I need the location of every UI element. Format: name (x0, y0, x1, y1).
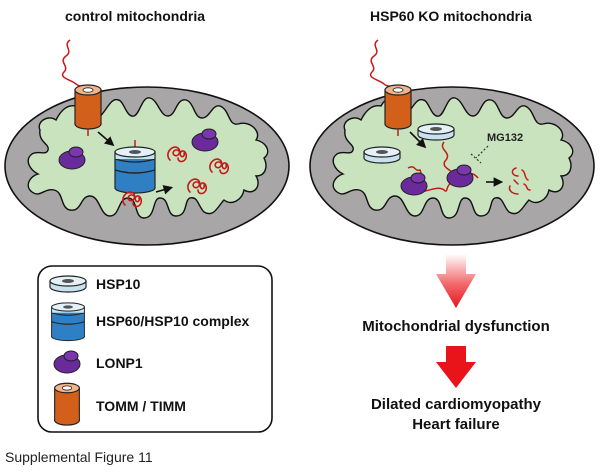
legend-box (37, 265, 273, 433)
tomm-timm-icon (54, 382, 80, 426)
legend-label-hsp10: HSP10 (96, 276, 141, 292)
flow-step-mitochondrial-dysfunction: Mitochondrial dysfunction (362, 318, 550, 335)
hsp10-icon (363, 146, 401, 164)
incoming-protein-chain (369, 39, 399, 91)
ko-panel-title: HSP60 KO mitochondria (370, 8, 532, 24)
import-arrow (409, 131, 427, 149)
flow-step-dilated-cardiomyopathy: Dilated cardiomyopathy (370, 396, 542, 413)
mg132-inhibition-line (475, 145, 489, 159)
hsp60-hsp10-complex-icon (51, 302, 85, 342)
hsp10-icon (49, 275, 87, 293)
legend-label-lonp1: LONP1 (96, 355, 143, 371)
tomm-timm-icon (384, 84, 412, 130)
tomm-timm-icon (74, 84, 102, 130)
red-arrow (436, 346, 476, 388)
ko-mitochondrion (309, 86, 595, 246)
incoming-protein-chain (61, 39, 89, 91)
degraded-peptides (508, 167, 531, 195)
legend-label-hsp60-hsp10-complex: HSP60/HSP10 complex (96, 313, 250, 329)
hsp60-hsp10-complex-icon (114, 146, 156, 194)
mg132-label: MG132 (487, 132, 524, 144)
hsp10-icon (417, 123, 455, 141)
legend-label-tomm-timm: TOMM / TIMM (96, 398, 186, 414)
folding-arrow (155, 185, 174, 195)
control-panel-title: control mitochondria (65, 8, 205, 24)
figure-caption: Supplemental Figure 11 (5, 449, 153, 465)
import-arrow (97, 131, 115, 147)
flow-step-heart-failure: Heart failure (412, 416, 500, 433)
fade-arrow (436, 254, 476, 308)
